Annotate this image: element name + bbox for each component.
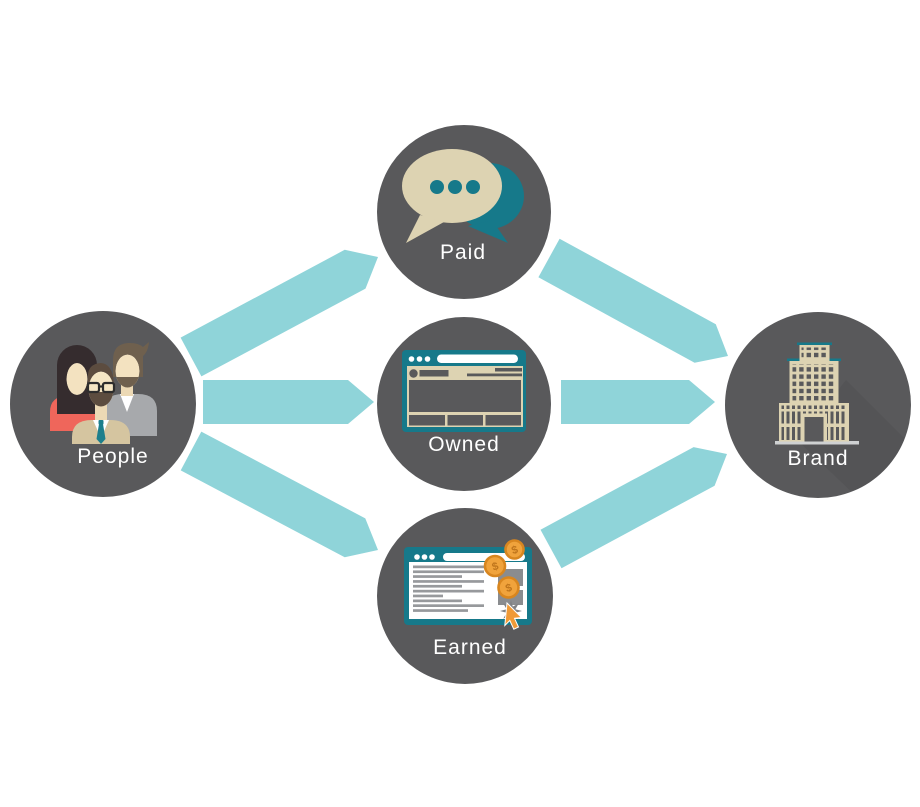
site-footer-block: [485, 415, 521, 426]
svg-text:$: $: [510, 544, 520, 557]
site-logo-bar: [419, 370, 449, 377]
brand-label: Brand: [787, 447, 848, 470]
site-nav-line: [495, 368, 522, 372]
browser-address-bar: [443, 553, 525, 561]
webpage-earnings-icon: $ $ $: [404, 539, 532, 630]
man-center-tie-knot: [98, 420, 104, 425]
bubble-dot: [466, 180, 480, 194]
speech-bubble-back-tail: [468, 220, 508, 243]
browser-dot: [416, 356, 423, 362]
woman-face: [66, 363, 88, 395]
arrow-people-to-owned: [203, 380, 374, 424]
site-nav-line: [467, 373, 522, 377]
browser-dot: [429, 554, 435, 560]
browser-dot: [414, 554, 420, 560]
building-ground: [775, 441, 859, 445]
arrow-earned-to-brand: [540, 447, 727, 569]
arrow-people-to-earned: [180, 431, 378, 558]
mid-tower-windows: [792, 364, 836, 401]
speech-bubbles-icon: [402, 149, 524, 243]
site-footer-block: [409, 415, 445, 426]
bubble-dot: [430, 180, 444, 194]
man-right-hair: [113, 342, 149, 388]
browser-dot: [408, 356, 415, 362]
bubble-dot: [448, 180, 462, 194]
arrow-paid-to-brand: [538, 238, 728, 363]
site-logo: [409, 369, 418, 378]
arrow-people-to-paid: [180, 249, 378, 377]
doorway: [804, 417, 824, 442]
arrow-owned-to-brand: [561, 380, 715, 424]
node-people: People: [10, 311, 196, 497]
arrow-layer: [180, 238, 728, 569]
man-center-hair: [87, 363, 115, 407]
woman-hair: [57, 345, 97, 414]
node-brand: Brand: [725, 312, 911, 498]
browser-dot: [421, 554, 428, 560]
man-right-shirt: [120, 394, 134, 412]
base-window-band: [781, 405, 847, 409]
glasses-icon: [86, 381, 116, 394]
browser-window-icon: [402, 350, 526, 432]
top-block-roof: [797, 342, 832, 346]
node-owned: Owned: [377, 317, 551, 491]
coin-icon: $: [497, 576, 520, 599]
speech-bubble-front-tail: [406, 215, 444, 243]
site-hero-block: [409, 380, 521, 412]
site-footer-block: [447, 415, 483, 426]
man-center-neck: [95, 402, 107, 422]
svg-text:$: $: [491, 560, 501, 573]
svg-text:$: $: [504, 582, 514, 595]
earned-label: Earned: [433, 636, 507, 659]
node-paid: Paid: [377, 125, 551, 299]
people-label: People: [77, 445, 148, 468]
paid-label: Paid: [440, 241, 486, 264]
top-block-windows: [801, 347, 828, 359]
cursor-icon: [504, 601, 523, 630]
browser-dot: [424, 356, 431, 362]
coin-icon: $: [483, 554, 507, 578]
node-earned: $ $ $ Earned: [377, 508, 553, 684]
man-center-tie: [96, 424, 106, 444]
browser-address-bar: [437, 354, 518, 363]
article-text-lines: [413, 565, 484, 612]
owned-label: Owned: [428, 433, 500, 456]
office-building-icon: [775, 342, 859, 445]
people-group-icon: [50, 342, 157, 444]
coin-icon: $: [504, 539, 525, 560]
